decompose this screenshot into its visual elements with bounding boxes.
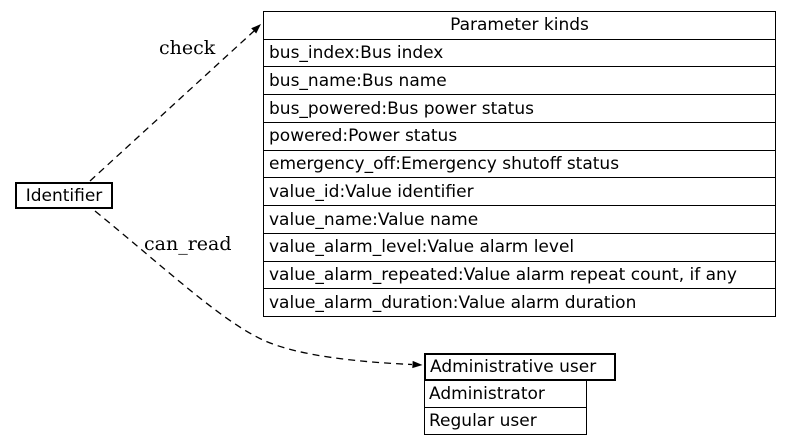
edge-label-check: check <box>159 37 216 59</box>
admin-user-table-body: Administrator Regular user <box>424 381 587 435</box>
table-row: emergency_off:Emergency shutoff status <box>264 149 775 178</box>
table-row: value_alarm_duration:Value alarm duratio… <box>264 288 775 316</box>
table-row: bus_index:Bus index <box>264 38 775 67</box>
table-row: Administrator <box>429 384 545 404</box>
parameter-kinds-title: Parameter kinds <box>450 15 589 36</box>
admin-user-table-title: Administrative user <box>424 353 616 381</box>
table-row: Regular user <box>425 407 586 434</box>
table-row: powered:Power status <box>264 121 775 150</box>
table-row: value_alarm_level:Value alarm level <box>264 232 775 261</box>
parameter-kinds-table: Parameter kinds bus_index:Bus index bus_… <box>263 11 776 317</box>
table-row: bus_powered:Bus power status <box>264 94 775 122</box>
edge-check-arrowhead <box>251 24 261 34</box>
node-identifier-label: Identifier <box>25 185 103 206</box>
table-row: value_alarm_repeated:Value alarm repeat … <box>264 260 775 289</box>
table-row: value_name:Value name <box>264 205 775 233</box>
table-row: value_id:Value identifier <box>264 177 775 205</box>
node-identifier: Identifier <box>15 182 113 209</box>
table-row: bus_name:Bus name <box>264 66 775 94</box>
edge-can-read-arrowhead <box>412 360 423 369</box>
edge-label-can-read: can_read <box>144 233 232 255</box>
